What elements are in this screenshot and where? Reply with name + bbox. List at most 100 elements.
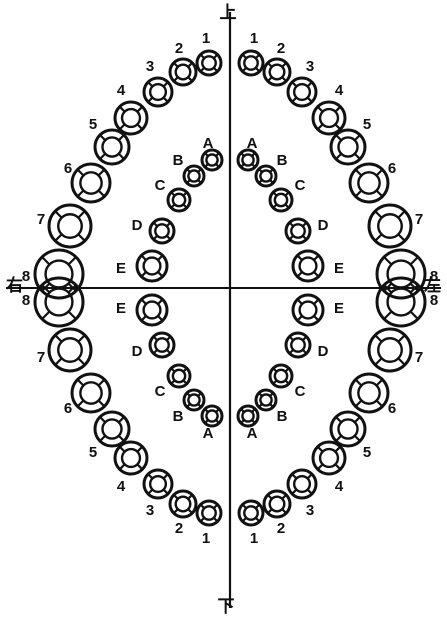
upper-left-permanent-tooth-2-ridge-4	[281, 62, 287, 68]
upper-right-permanent-tooth-6-ridge-4	[97, 168, 106, 177]
lower-left-permanent-number-4: 4	[335, 478, 344, 495]
upper-left-permanent-tooth-7-ridge-2	[374, 233, 383, 242]
lower-left-deciduous-tooth-D-ridge-3	[288, 335, 295, 342]
upper-left-deciduous-tooth-D-ridge-4	[301, 221, 308, 228]
lower-left-permanent-tooth-5-outline	[329, 410, 367, 448]
upper-right-permanent-tooth-1-ridge-4	[212, 53, 219, 60]
lower-right-permanent-tooth-5-crown	[101, 418, 123, 440]
label-right-side: 右	[6, 275, 23, 296]
upper-left-deciduous-tooth-C-ridge-4	[284, 191, 290, 197]
lower-left-deciduous-tooth-B	[254, 388, 278, 412]
upper-left-permanent-tooth-1-crown	[243, 55, 259, 71]
lower-left-permanent-tooth-6-ridge-4	[375, 378, 384, 387]
lower-right-deciduous-tooth-E-outline	[135, 293, 169, 327]
upper-right-permanent-tooth-8-ridge-3	[41, 256, 51, 266]
lower-right-permanent-tooth-3	[142, 468, 174, 500]
upper-left-permanent-tooth-3-ridge-4	[306, 81, 313, 88]
lower-right-deciduous-letter-B: B	[173, 408, 184, 425]
upper-left-permanent-tooth-5-ridge-3	[335, 134, 343, 142]
lower-right-permanent-tooth-1-ridge-3	[199, 503, 206, 510]
upper-right-permanent-tooth-1-ridge-1	[212, 66, 219, 73]
lower-left-deciduous-tooth-E-ridge-2	[296, 315, 303, 322]
lower-right-permanent-tooth-1	[195, 499, 223, 527]
upper-right-permanent-number-8: 8	[22, 268, 30, 285]
upper-right-deciduous-tooth-E	[135, 249, 169, 283]
lower-left-permanent-tooth-7-ridge-1	[397, 357, 406, 366]
upper-left-permanent-tooth-8-outline	[375, 248, 427, 300]
lower-left-permanent-tooth-5-ridge-3	[335, 416, 343, 424]
upper-right-permanent-tooth-3-outline	[142, 76, 174, 108]
upper-left-permanent-tooth-8-ridge-3	[383, 256, 393, 266]
upper-right-deciduous-letter-C: C	[155, 177, 166, 194]
lower-right-permanent-tooth-8-ridge-1	[67, 310, 77, 320]
lower-right-deciduous-tooth-B-crown	[187, 393, 201, 407]
lower-left-permanent-tooth-3	[286, 468, 318, 500]
upper-right-deciduous-tooth-C-outline	[166, 187, 192, 213]
upper-right-deciduous-letter-B: B	[173, 152, 184, 169]
lower-left-permanent-tooth-8-ridge-1	[409, 310, 419, 320]
upper-left-deciduous-tooth-B-ridge-1	[269, 179, 274, 184]
lower-right-permanent-tooth-3-ridge-3	[147, 473, 154, 480]
upper-left-deciduous-tooth-C-crown	[273, 192, 289, 208]
upper-right-deciduous-tooth-B-ridge-4	[197, 168, 202, 173]
upper-right-permanent-tooth-7-ridge-3	[54, 210, 63, 219]
lower-right-permanent-tooth-2-ridge-1	[187, 508, 193, 514]
upper-left-permanent-tooth-5	[329, 128, 367, 166]
lower-left-deciduous-letter-B: B	[277, 408, 288, 425]
upper-right-permanent-tooth-4	[113, 100, 149, 136]
upper-right-permanent-tooth-3-ridge-4	[162, 81, 169, 88]
lower-left-deciduous-tooth-C-ridge-2	[272, 379, 278, 385]
lower-right-permanent-tooth-1-ridge-1	[212, 516, 219, 523]
upper-right-permanent-number-3: 3	[146, 58, 154, 75]
lower-left-permanent-tooth-4	[311, 440, 347, 476]
upper-left-deciduous-tooth-C-outline	[268, 187, 294, 213]
upper-left-permanent-tooth-5-crown	[337, 136, 359, 158]
teeth-group: 12345678ABCDE12345678ABCDE12345678ABCDE1…	[22, 30, 438, 547]
lower-left-permanent-tooth-3-outline	[286, 468, 318, 500]
upper-right-permanent-tooth-1	[195, 49, 223, 77]
lower-left-deciduous-tooth-D-ridge-4	[301, 335, 308, 342]
upper-left-permanent-number-7: 7	[415, 211, 423, 228]
upper-left-permanent-tooth-5-ridge-1	[353, 152, 361, 160]
lower-right-permanent-tooth-8-crown	[44, 287, 74, 317]
upper-right-deciduous-tooth-D	[148, 217, 176, 245]
lower-left-permanent-tooth-5	[329, 410, 367, 448]
lower-right-permanent-number-1: 1	[202, 530, 210, 547]
upper-right-deciduous-tooth-C-ridge-1	[182, 203, 188, 209]
upper-right-permanent-tooth-8-ridge-4	[67, 256, 77, 266]
lower-left-deciduous-tooth-A-crown	[241, 409, 255, 423]
upper-left-deciduous-tooth-B-crown	[259, 169, 273, 183]
lower-left-permanent-number-6: 6	[388, 400, 396, 417]
lower-left-permanent-tooth-2-ridge-2	[267, 508, 273, 514]
upper-right-permanent-tooth-5-ridge-4	[117, 134, 125, 142]
upper-right-deciduous-tooth-A-ridge-2	[204, 163, 209, 168]
lower-right-permanent-tooth-4-crown	[120, 447, 142, 469]
upper-left-permanent-tooth-8	[375, 248, 427, 300]
upper-left-deciduous-tooth-E-ridge-3	[296, 254, 303, 261]
lower-right-permanent-tooth-3-ridge-1	[162, 488, 169, 495]
upper-left-permanent-tooth-1-ridge-3	[241, 53, 248, 60]
lower-left-permanent-tooth-3-ridge-1	[306, 488, 313, 495]
lower-left-permanent-number-8: 8	[430, 292, 438, 309]
lower-right-permanent-tooth-7-ridge-4	[77, 334, 86, 343]
lower-right-permanent-tooth-7-outline	[47, 327, 93, 373]
lower-left-permanent-tooth-7-ridge-3	[374, 334, 383, 343]
lower-right-permanent-tooth-6-ridge-4	[97, 378, 106, 387]
upper-left-permanent-tooth-2-ridge-1	[281, 76, 287, 82]
label-left-side: 左	[424, 275, 441, 296]
upper-right-deciduous-letter-E: E	[116, 260, 126, 277]
lower-right-permanent-tooth-8-outline	[33, 276, 85, 328]
lower-right-permanent-tooth-2-ridge-4	[187, 494, 193, 500]
upper-right-deciduous-tooth-E-ridge-4	[157, 254, 164, 261]
lower-right-deciduous-tooth-C-ridge-2	[170, 379, 176, 385]
upper-right-permanent-tooth-6-crown	[79, 171, 103, 195]
lower-right-deciduous-tooth-E-crown	[142, 300, 162, 320]
lower-right-permanent-tooth-4-outline	[113, 440, 149, 476]
lower-left-deciduous-tooth-C-outline	[268, 363, 294, 389]
upper-right-permanent-tooth-2-outline	[168, 57, 198, 87]
lower-left-deciduous-tooth-B-ridge-2	[258, 403, 263, 408]
upper-right-deciduous-tooth-E-outline	[135, 249, 169, 283]
lower-left-deciduous-tooth-D-ridge-2	[288, 348, 295, 355]
lower-right-permanent-tooth-6-ridge-3	[76, 378, 85, 387]
